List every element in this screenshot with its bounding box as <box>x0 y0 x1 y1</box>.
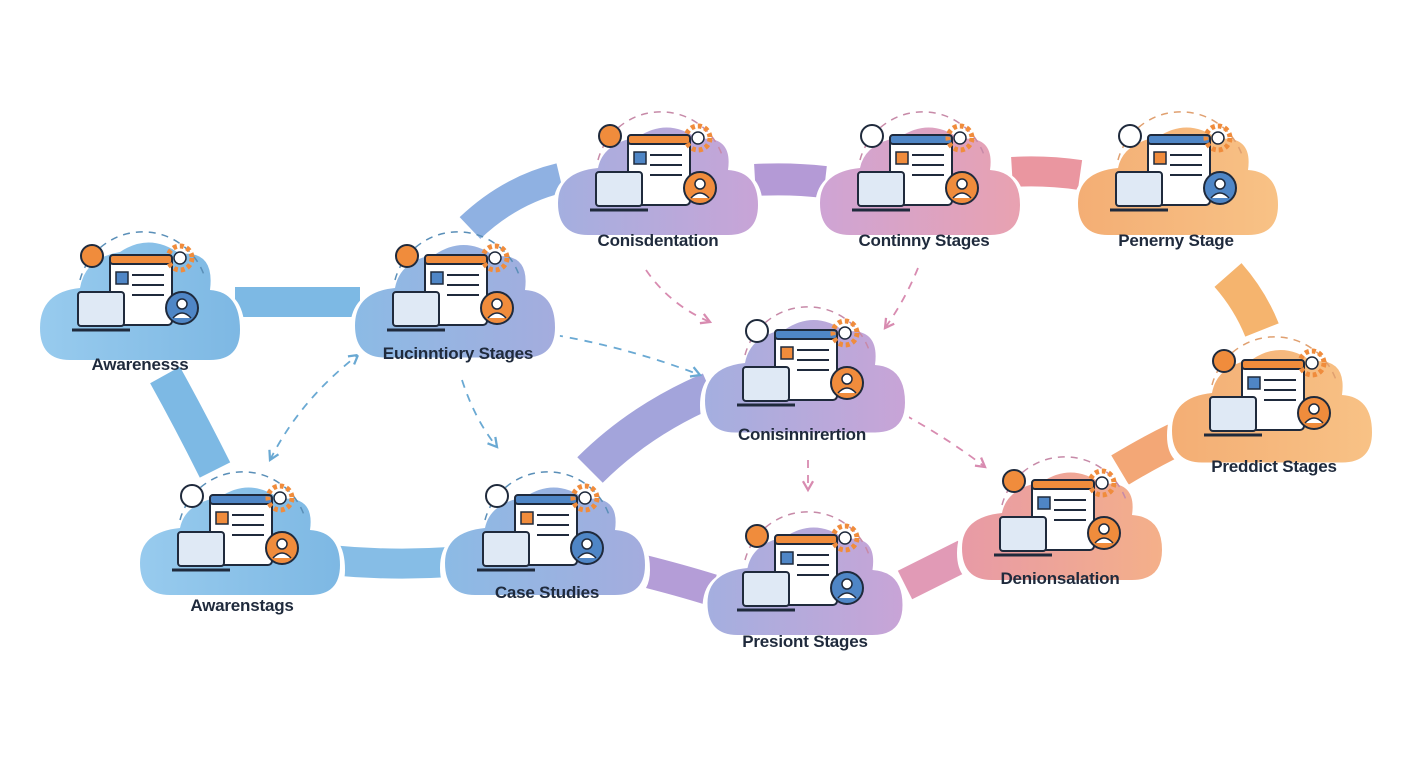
report-idea-icon <box>852 123 979 212</box>
bubble-icon <box>395 244 419 268</box>
orbit-arc <box>597 111 724 161</box>
gear-icon <box>570 483 600 513</box>
gear-icon <box>830 318 860 348</box>
dashed-arrow-continuity-considerationmid <box>883 267 919 330</box>
ribbon-present-decision <box>897 540 973 600</box>
orbit-arc <box>744 306 871 356</box>
gear-icon <box>683 123 713 153</box>
ribbon-consideration-continuity <box>754 163 827 198</box>
gear-icon <box>1087 468 1117 498</box>
ribbon-casestudies-present <box>636 554 717 606</box>
support-target-icon <box>994 468 1121 557</box>
stage-node-awareness[interactable] <box>35 231 245 365</box>
gear-icon <box>265 483 295 513</box>
stage-label-awareness-stage: Awarenstags <box>190 596 294 615</box>
orbit-arc <box>1117 111 1244 161</box>
team-checklist-icon <box>737 523 864 612</box>
bubble-icon <box>860 124 884 148</box>
bubble-icon <box>598 124 622 148</box>
stage-node-decision[interactable] <box>957 456 1167 585</box>
ribbon-educational-consideration <box>459 163 564 240</box>
dashed-arrow-educational-casestudies <box>461 379 499 449</box>
orbit-arc <box>859 111 986 161</box>
stage-node-educational[interactable] <box>350 231 560 363</box>
dashed-arrow-consideration-considerationmid <box>645 269 713 325</box>
stage-label-case-studies: Case Studies <box>494 583 600 602</box>
dashed-arrow-layer <box>268 267 987 493</box>
gear-icon <box>830 523 860 553</box>
bubble-icon <box>745 524 769 548</box>
bubble-icon <box>1212 349 1236 373</box>
email-checklist-icon <box>72 243 199 332</box>
laptop-gear-icon <box>477 483 604 572</box>
orbit-arc <box>1211 336 1338 386</box>
stage-node-consideration-mid[interactable] <box>700 306 910 438</box>
ribbon-casestudies-considerationmid <box>577 373 718 483</box>
dashboard-profile-icon <box>737 318 864 407</box>
gear-icon <box>165 243 195 273</box>
gear-icon <box>480 243 510 273</box>
bubble-icon <box>1118 124 1142 148</box>
stage-node-awareness-stage[interactable] <box>135 471 345 600</box>
analytics-gear-icon <box>590 123 717 212</box>
gear-icon <box>1203 123 1233 153</box>
ribbon-decision-product <box>1111 424 1183 485</box>
stage-label-penerny: Penerny Stage <box>1118 231 1234 250</box>
stage-node-product[interactable] <box>1167 336 1377 468</box>
orbit-arc <box>1001 456 1128 506</box>
bubble-icon <box>180 484 204 508</box>
stage-label-decision: Denionsalation <box>1000 569 1120 588</box>
chat-document-icon <box>172 483 299 572</box>
stage-label-product: Preddict Stages <box>1211 457 1337 476</box>
laptop-presentation-icon <box>387 243 514 332</box>
stage-label-educational: Eucinntiory Stages <box>382 344 534 363</box>
stage-node-penerny[interactable] <box>1073 111 1283 240</box>
ribbon-penerny-product <box>1214 263 1279 337</box>
bubble-icon <box>485 484 509 508</box>
stage-node-consideration-top[interactable] <box>553 111 763 240</box>
bubble-icon <box>80 244 104 268</box>
ribbon-awarenessstage-casestudies <box>328 545 451 579</box>
ribbon-awareness-awarenessstage <box>150 366 231 478</box>
orbit-arc <box>179 471 306 521</box>
stage-node-case-studies[interactable] <box>440 471 650 600</box>
orbit-arc <box>79 231 206 281</box>
orbit-arc <box>484 471 611 521</box>
stage-label-present-stages: Presiont Stages <box>742 632 868 651</box>
ribbon-continuity-penerny <box>1011 156 1083 190</box>
orbit-arc <box>744 511 871 561</box>
dashed-arrow-awarenessstage-educational <box>268 353 360 463</box>
stage-label-consideration-top: Conisdentation <box>597 231 719 250</box>
stage-node-continuity[interactable] <box>815 111 1025 240</box>
stage-label-continuity: Continny Stages <box>858 231 990 250</box>
stage-label-awareness: Awarenesss <box>91 355 189 374</box>
gear-icon <box>945 123 975 153</box>
stage-label-consideration-mid: Conisinnirertion <box>737 425 867 444</box>
stage-node-present-stages[interactable] <box>702 511 908 640</box>
video-download-icon <box>1204 348 1331 437</box>
gear-icon <box>1297 348 1327 378</box>
bubble-icon <box>1002 469 1026 493</box>
dashed-arrow-considerationmid-decision <box>904 414 987 469</box>
orbit-arc <box>394 231 521 281</box>
bubble-icon <box>745 319 769 343</box>
dashed-arrow-educational-considerationmid <box>554 334 703 378</box>
presenter-screen-icon <box>1110 123 1237 212</box>
